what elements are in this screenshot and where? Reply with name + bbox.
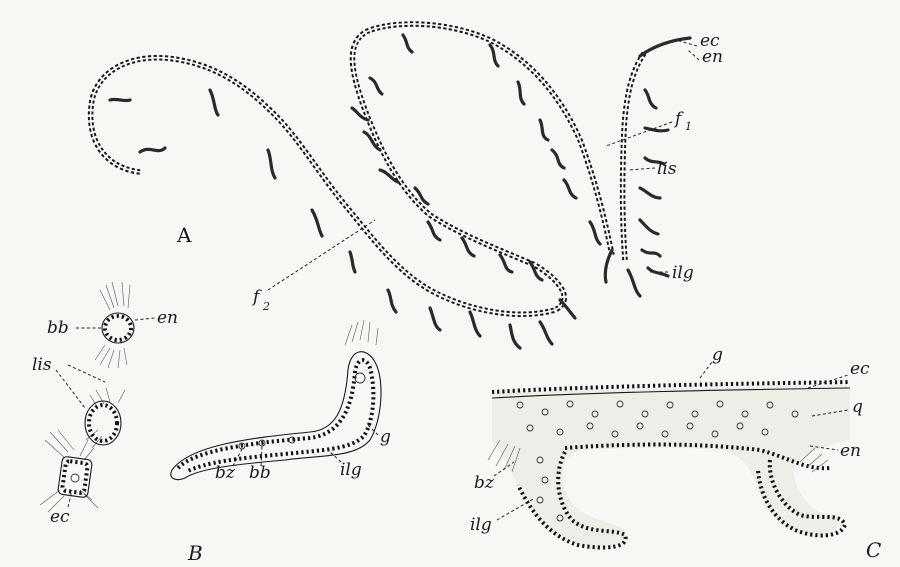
tentacles-right [605, 38, 690, 296]
label-b-en: en [157, 308, 178, 328]
tentacles-left [110, 90, 575, 348]
tentacles-inner [352, 35, 600, 280]
label-a-ilg: ilg [672, 263, 694, 283]
caption-c: C [866, 538, 881, 562]
label-a-lis: lis [657, 159, 677, 179]
label-a-f1: f [673, 109, 684, 129]
label-c-bz: bz [474, 473, 495, 493]
tentacle-longitudinal-section [171, 320, 381, 480]
section-bottom [40, 430, 98, 512]
figure-a: ec en f 1 lis ilg f 2 A [91, 24, 723, 348]
label-b-bb-top: bb [47, 318, 69, 338]
label-c-ec: ec [850, 359, 870, 379]
label-b-ec: ec [50, 507, 70, 527]
section-top [95, 282, 134, 368]
label-b-lis: lis [32, 355, 52, 375]
label-c-g: g [712, 345, 723, 365]
label-b-bb: bb [249, 463, 271, 483]
label-a-f2: f [251, 287, 262, 307]
label-a-en: en [702, 47, 723, 67]
label-a-f1-sub: 1 [685, 120, 692, 133]
label-c-ilg: ilg [470, 515, 492, 535]
caption-b: B [187, 541, 203, 565]
section-middle [85, 388, 125, 448]
label-b-ilg: ilg [340, 460, 362, 480]
label-b-bz: bz [215, 463, 236, 483]
figure-b: bb en lis ec bz bb ilg g B [32, 282, 391, 565]
figure-c: g ec q en bz ilg C [470, 345, 881, 562]
label-c-en: en [840, 441, 861, 461]
label-c-q: q [852, 397, 863, 417]
cell-chain-right-stalk [623, 52, 645, 260]
caption-a: A [176, 223, 192, 247]
label-a-f2-sub: 2 [262, 300, 270, 313]
label-b-g: g [380, 427, 391, 447]
